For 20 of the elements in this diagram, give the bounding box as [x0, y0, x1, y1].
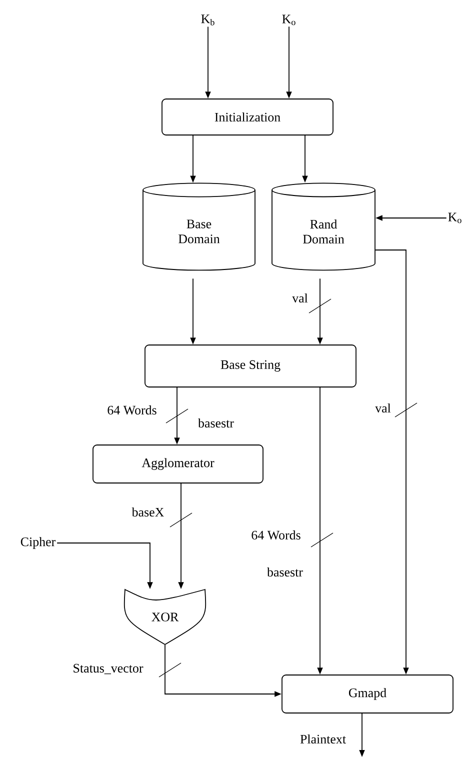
bus-label: basestr [198, 418, 234, 428]
input-label: K$_{b}$ [201, 14, 214, 26]
input-label: Cipher [20, 537, 56, 549]
xor-gate: XOR [124, 589, 206, 645]
edge-label: val [292, 293, 308, 303]
input-label: K$_{o}$ [282, 14, 296, 26]
database-cylinder: Base Domain [142, 182, 256, 271]
input-label: K$_{o}$ [448, 212, 462, 224]
bus-label: basestr [267, 567, 303, 577]
database-cylinder: Rand Domain [272, 182, 376, 271]
edge-label: 64 Words [108, 405, 156, 415]
edge-label: Status_vector [74, 664, 144, 674]
edge-label: 64 Words [252, 530, 300, 540]
process-box: Initialization [162, 98, 334, 136]
process-box: Agglomerator [92, 444, 264, 484]
process-box: Base String [144, 344, 356, 388]
process-box: Gmapd [282, 674, 454, 714]
edge-label: Plaintext [300, 734, 346, 744]
edge-label: baseX [132, 507, 164, 517]
edge-label: val [375, 403, 391, 413]
